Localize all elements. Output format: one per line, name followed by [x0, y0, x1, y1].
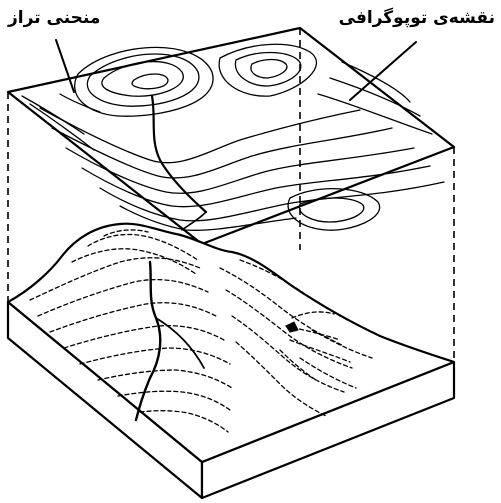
contour-line-label: منحنی تراز [8, 8, 101, 28]
terrain-stream-line [134, 260, 162, 422]
terrain-stream-branch [155, 317, 205, 369]
topographic-map-panel [6, 26, 456, 246]
map-stream-line [150, 94, 208, 214]
contour-line-leader [55, 39, 75, 93]
label-leader-lines [55, 39, 417, 101]
topographic-map-leader [349, 41, 417, 101]
terrain-saddle-mark [285, 321, 299, 333]
map-stream-branch [181, 211, 207, 231]
topographic-map-label: نقشه‌ی توپوگرافی [338, 8, 495, 28]
map-contour-lines [21, 43, 445, 231]
terrain-block [6, 222, 456, 500]
terrain-contour-lines [29, 229, 381, 433]
terrain-surface-outline [6, 222, 456, 464]
